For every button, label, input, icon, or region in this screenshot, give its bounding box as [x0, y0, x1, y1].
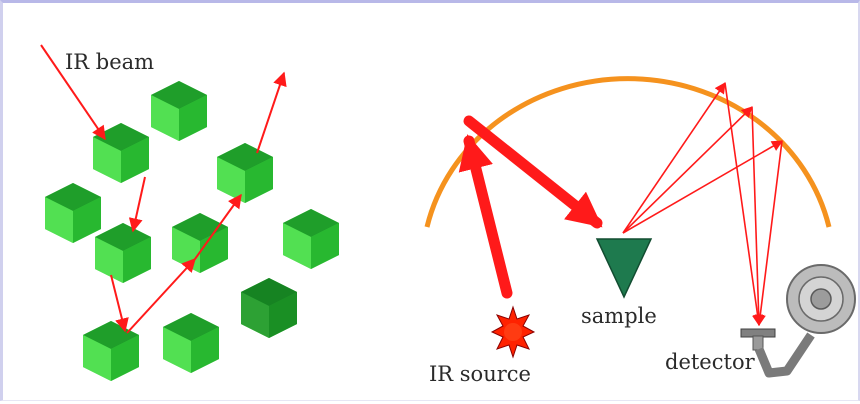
sample-label: sample	[581, 304, 657, 328]
scatter-path	[40, 44, 287, 334]
sample-cone-icon	[595, 238, 653, 299]
scatter-arrow	[110, 274, 129, 333]
detector-label: detector	[665, 350, 756, 374]
crystal-cube-icon	[163, 313, 219, 373]
source-to-mirror-arrow	[458, 134, 513, 299]
exit-beam-arrow	[256, 71, 287, 154]
detector-icon	[740, 264, 856, 378]
crystal-cube-icon	[95, 223, 151, 283]
scatter-arrow	[126, 257, 196, 334]
crystal-cube-icon	[217, 143, 273, 203]
crystal-cube-icon	[172, 213, 228, 273]
crystal-cube-icon	[151, 81, 207, 141]
crystal-cube-icon	[283, 209, 339, 269]
scatter-arrow	[194, 193, 242, 260]
ir-source-label: IR source	[429, 362, 531, 386]
scatter-arrow	[128, 176, 146, 233]
ir-diffuse-reflectance-diagram: IR beam IR source sample detector	[40, 44, 856, 386]
mirror-to-sample-arrow	[463, 115, 603, 229]
ir-source-icon	[490, 305, 536, 359]
ir-beam-label: IR beam	[65, 50, 154, 74]
shaded-crystal	[241, 278, 297, 338]
incident-beam-arrow	[40, 44, 106, 141]
source-beam	[458, 115, 603, 299]
crystal-cluster	[45, 81, 339, 381]
crystal-cube-icon	[45, 183, 101, 243]
reflected-rays	[622, 82, 783, 327]
